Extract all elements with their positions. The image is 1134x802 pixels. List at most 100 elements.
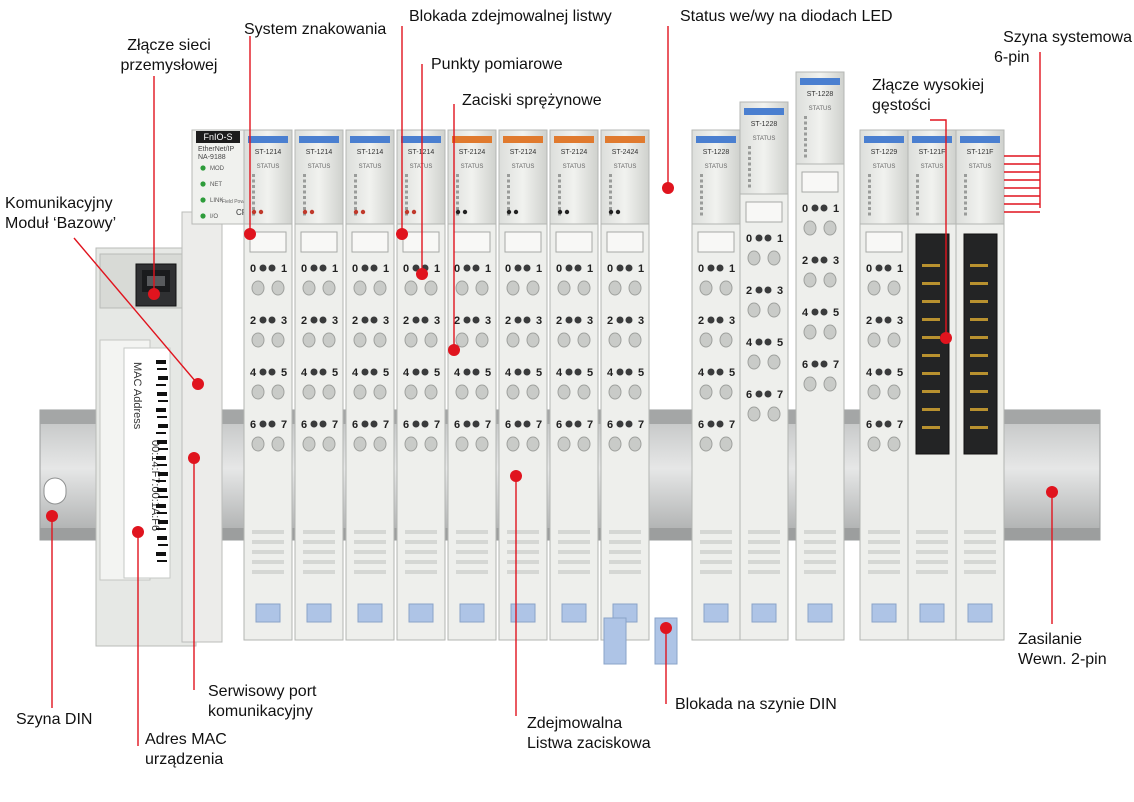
measuring-point[interactable]	[707, 368, 715, 376]
measuring-point[interactable]	[514, 316, 522, 324]
spring-terminal[interactable]	[251, 384, 265, 400]
spring-terminal[interactable]	[867, 384, 881, 400]
spring-terminal[interactable]	[867, 332, 881, 348]
spring-terminal[interactable]	[271, 280, 285, 296]
measuring-point[interactable]	[716, 368, 724, 376]
spring-terminal[interactable]	[577, 436, 591, 452]
measuring-point[interactable]	[370, 316, 378, 324]
spring-terminal[interactable]	[747, 302, 761, 318]
spring-terminal[interactable]	[353, 436, 367, 452]
measuring-point[interactable]	[820, 308, 828, 316]
din-latch[interactable]	[871, 603, 897, 623]
din-latch[interactable]	[967, 603, 993, 623]
measuring-point[interactable]	[259, 420, 267, 428]
spring-terminal[interactable]	[424, 332, 438, 348]
measuring-point[interactable]	[463, 316, 471, 324]
measuring-point[interactable]	[370, 368, 378, 376]
spring-terminal[interactable]	[887, 332, 901, 348]
measuring-point[interactable]	[875, 368, 883, 376]
measuring-point[interactable]	[310, 316, 318, 324]
spring-terminal[interactable]	[322, 384, 336, 400]
measuring-point[interactable]	[755, 338, 763, 346]
measuring-point[interactable]	[463, 368, 471, 376]
spring-terminal[interactable]	[526, 436, 540, 452]
spring-terminal[interactable]	[747, 406, 761, 422]
spring-terminal[interactable]	[608, 436, 622, 452]
measuring-point[interactable]	[259, 368, 267, 376]
din-lock-tab[interactable]	[603, 617, 627, 665]
measuring-point[interactable]	[811, 256, 819, 264]
spring-terminal[interactable]	[628, 436, 642, 452]
measuring-point[interactable]	[811, 360, 819, 368]
measuring-point[interactable]	[616, 316, 624, 324]
spring-terminal[interactable]	[455, 436, 469, 452]
spring-terminal[interactable]	[803, 220, 817, 236]
measuring-point[interactable]	[268, 316, 276, 324]
spring-terminal[interactable]	[506, 436, 520, 452]
spring-terminal[interactable]	[823, 272, 837, 288]
spring-terminal[interactable]	[803, 272, 817, 288]
spring-terminal[interactable]	[719, 384, 733, 400]
measuring-point[interactable]	[361, 368, 369, 376]
measuring-point[interactable]	[755, 234, 763, 242]
measuring-point[interactable]	[523, 264, 531, 272]
measuring-point[interactable]	[523, 420, 531, 428]
measuring-point[interactable]	[268, 368, 276, 376]
measuring-point[interactable]	[268, 420, 276, 428]
high-density-connector[interactable]	[963, 233, 998, 455]
measuring-point[interactable]	[574, 420, 582, 428]
spring-terminal[interactable]	[887, 436, 901, 452]
spring-terminal[interactable]	[803, 376, 817, 392]
measuring-point[interactable]	[565, 368, 573, 376]
measuring-point[interactable]	[412, 264, 420, 272]
measuring-point[interactable]	[412, 420, 420, 428]
spring-terminal[interactable]	[767, 406, 781, 422]
measuring-point[interactable]	[811, 308, 819, 316]
spring-terminal[interactable]	[302, 436, 316, 452]
spring-terminal[interactable]	[867, 280, 881, 296]
spring-terminal[interactable]	[557, 280, 571, 296]
measuring-point[interactable]	[764, 338, 772, 346]
measuring-point[interactable]	[625, 368, 633, 376]
measuring-point[interactable]	[884, 368, 892, 376]
spring-terminal[interactable]	[608, 384, 622, 400]
measuring-point[interactable]	[755, 390, 763, 398]
spring-terminal[interactable]	[373, 384, 387, 400]
spring-terminal[interactable]	[887, 280, 901, 296]
spring-terminal[interactable]	[767, 302, 781, 318]
spring-terminal[interactable]	[251, 436, 265, 452]
measuring-point[interactable]	[574, 264, 582, 272]
measuring-point[interactable]	[574, 316, 582, 324]
spring-terminal[interactable]	[271, 332, 285, 348]
spring-terminal[interactable]	[353, 280, 367, 296]
spring-terminal[interactable]	[699, 384, 713, 400]
spring-terminal[interactable]	[747, 354, 761, 370]
spring-terminal[interactable]	[271, 384, 285, 400]
spring-terminal[interactable]	[271, 436, 285, 452]
spring-terminal[interactable]	[747, 250, 761, 266]
din-latch[interactable]	[408, 603, 434, 623]
din-latch[interactable]	[459, 603, 485, 623]
measuring-point[interactable]	[764, 286, 772, 294]
spring-terminal[interactable]	[719, 280, 733, 296]
measuring-point[interactable]	[875, 420, 883, 428]
measuring-point[interactable]	[472, 316, 480, 324]
measuring-point[interactable]	[319, 264, 327, 272]
measuring-point[interactable]	[625, 264, 633, 272]
measuring-point[interactable]	[319, 316, 327, 324]
measuring-point[interactable]	[616, 264, 624, 272]
spring-terminal[interactable]	[404, 332, 418, 348]
spring-terminal[interactable]	[475, 332, 489, 348]
spring-terminal[interactable]	[353, 384, 367, 400]
measuring-point[interactable]	[319, 420, 327, 428]
spring-terminal[interactable]	[302, 332, 316, 348]
din-latch[interactable]	[919, 603, 945, 623]
measuring-point[interactable]	[565, 264, 573, 272]
measuring-point[interactable]	[514, 264, 522, 272]
din-latch[interactable]	[255, 603, 281, 623]
measuring-point[interactable]	[707, 316, 715, 324]
spring-terminal[interactable]	[373, 436, 387, 452]
spring-terminal[interactable]	[404, 280, 418, 296]
measuring-point[interactable]	[716, 420, 724, 428]
measuring-point[interactable]	[523, 316, 531, 324]
